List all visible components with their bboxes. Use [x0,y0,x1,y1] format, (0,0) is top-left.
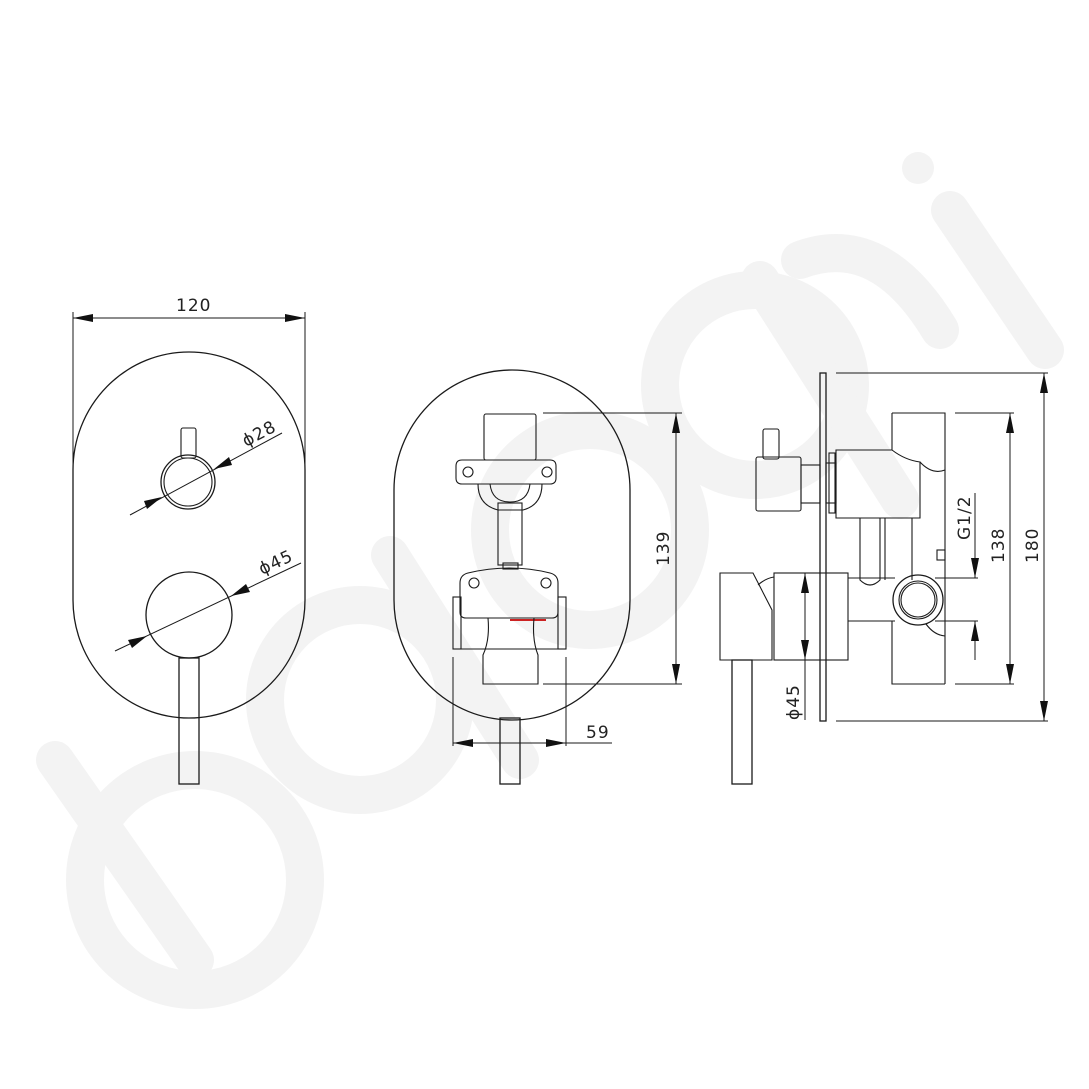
handle-sleeve [773,572,849,661]
inside-plate-outline [393,369,631,721]
side-view [719,372,1048,785]
dim-label-59: 59 [586,723,610,743]
outlet-ring-outer [892,574,944,626]
inside-view [393,369,682,785]
lever-side [731,659,753,785]
wall-plate [819,372,827,722]
valve-body [482,617,539,685]
lever-handle [178,657,200,785]
diverter-pin [180,427,197,459]
diverter-pin-side [762,428,780,460]
dim-label-diverter-diameter: ϕ28 [239,417,280,451]
dim-label-thread: G1/2 [955,495,975,540]
top-bracket [455,459,557,485]
cover-plate-outline [72,351,306,719]
lower-bracket [459,567,559,619]
dim-label-120: 120 [176,296,211,316]
dim-label-side-handle-diameter: ϕ45 [784,684,804,720]
lever-stub [499,717,521,785]
handle-disc [145,571,233,659]
handle-side [719,572,773,661]
outlet-ring-inner [898,580,938,620]
dim-label-138: 138 [989,528,1009,563]
watermark-logo [36,152,1064,1009]
diverter-knob-inner [163,457,213,507]
dim-label-180: 180 [1023,528,1043,563]
dim-label-139: 139 [654,531,674,566]
front-view [72,312,306,785]
body-upper [835,449,921,519]
diverter-stem [497,502,523,566]
diverter-knob-outer [160,454,216,510]
